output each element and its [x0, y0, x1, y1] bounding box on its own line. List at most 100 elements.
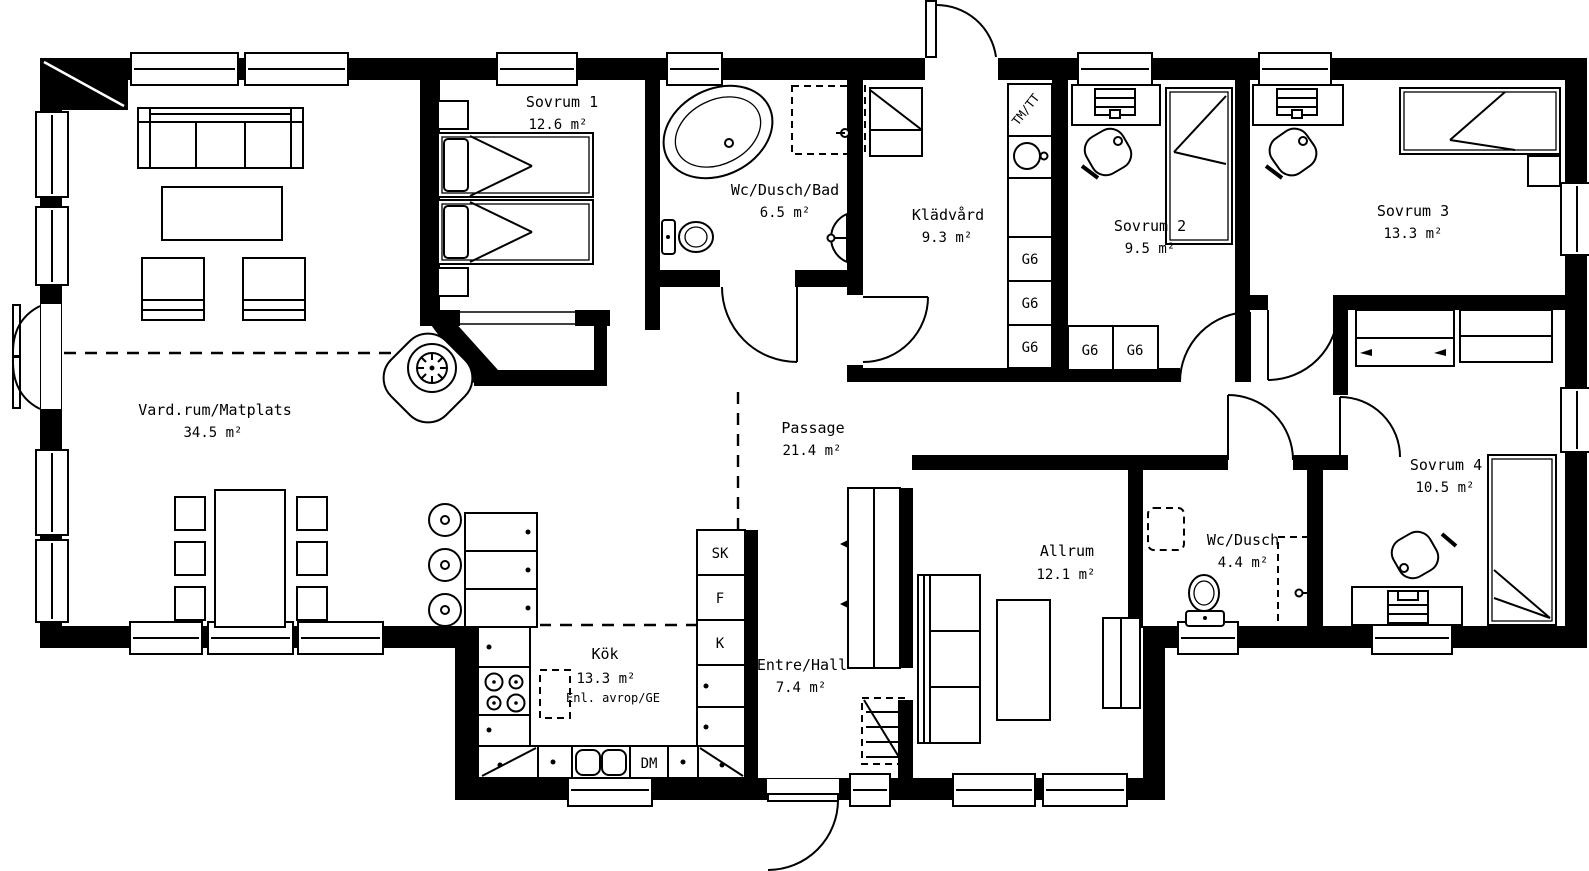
shower-partition: [1277, 536, 1321, 626]
window: [1560, 387, 1589, 453]
room-label-laundry: Klädvård: [912, 206, 984, 224]
sofa: [917, 574, 981, 744]
window: [35, 111, 69, 198]
freezer: [696, 619, 746, 666]
room-label-bedroom2: Sovrum 2: [1114, 217, 1186, 235]
wc-fixtures: [1147, 507, 1321, 627]
bed: [1399, 87, 1561, 155]
bed: [1165, 87, 1233, 245]
room-label-bedroom1: Sovrum 1: [526, 93, 598, 111]
room-area-kitchen: 13.3 m²: [576, 671, 635, 687]
window: [35, 539, 69, 623]
peninsula-cabinets: [464, 512, 538, 628]
bathroom-door: [721, 286, 798, 363]
sliding-wardrobe: [1459, 303, 1553, 363]
g6-label: G6: [1022, 252, 1039, 268]
g6-label: G6: [1022, 340, 1039, 356]
window: [297, 621, 384, 655]
toilet: [661, 219, 714, 255]
desk-chair: [1080, 127, 1133, 180]
window: [1042, 773, 1128, 807]
g6-label: G6: [1022, 296, 1039, 312]
window: [1371, 621, 1453, 655]
desk-chair: [1390, 530, 1458, 580]
sink: [571, 745, 631, 779]
sink: [826, 212, 848, 264]
cooktop: [477, 666, 531, 716]
window: [129, 621, 203, 655]
entrance-door: [765, 778, 841, 871]
sink: [1147, 507, 1185, 551]
future-appliance: [539, 669, 571, 719]
window: [1077, 52, 1153, 86]
room-label-bedroom4: Sovrum 4: [1410, 456, 1482, 474]
room-label-passage: Passage: [781, 419, 844, 437]
fridge: [696, 574, 746, 621]
bed: [1487, 454, 1557, 626]
window: [849, 773, 891, 807]
east-tall-units: [696, 529, 746, 747]
sofa: [137, 107, 304, 169]
armchair: [242, 257, 306, 321]
bedroom2-furniture: [1067, 84, 1233, 371]
kitchen-cabinets: [464, 512, 746, 779]
coffee-table: [161, 186, 283, 241]
room-area-bedroom4: 10.5 m²: [1415, 480, 1474, 496]
room-area-bedroom2: 9.5 m²: [1125, 241, 1176, 257]
window: [952, 773, 1036, 807]
room-label-bedroom3: Sovrum 3: [1377, 202, 1449, 220]
room-label-livingroom: Vard.rum/Matplats: [138, 401, 292, 419]
window: [496, 52, 578, 86]
window: [35, 449, 69, 536]
bar-stools: [428, 503, 462, 627]
exterior-door-top: [923, 0, 1000, 81]
bedroom1-furniture: [437, 100, 597, 321]
bench: [869, 87, 923, 157]
room-area-passage: 21.4 m²: [782, 443, 841, 459]
french-doors: [11, 302, 62, 411]
toilet: [1185, 574, 1225, 627]
table: [996, 599, 1051, 721]
laundry-door: [862, 296, 929, 363]
tap: [1294, 588, 1316, 598]
room-area-bathroom: 6.5 m²: [760, 205, 811, 221]
kitchen-note: Enl. avrop/GE: [566, 691, 660, 705]
wardrobe-g6: [1067, 325, 1114, 371]
south-counter: [537, 745, 746, 779]
nightstand: [1527, 155, 1561, 187]
interior-walls: [420, 80, 1587, 778]
allrum-furniture: [917, 574, 1141, 744]
dining-table: [214, 489, 286, 628]
desk: [1252, 84, 1344, 126]
freezer-label: K: [716, 636, 725, 652]
window: [1258, 52, 1332, 86]
window: [130, 52, 239, 86]
opening-arrow: [440, 313, 452, 321]
room-area-bedroom1: 12.6 m²: [528, 117, 587, 133]
window: [244, 52, 349, 86]
fireplace: [382, 332, 474, 424]
nightstand: [437, 100, 469, 130]
room-area-hall: 7.4 m²: [776, 680, 827, 696]
wardrobe-g6: [1112, 325, 1159, 371]
fridge-label: F: [716, 591, 724, 607]
dining-chairs: [174, 496, 328, 621]
bedroom3-furniture: [1252, 84, 1561, 187]
living-room-furniture: [137, 107, 474, 628]
g6-label: G6: [1127, 343, 1144, 359]
media-bench: [1102, 617, 1141, 709]
bedroom4-furniture: [1351, 303, 1557, 626]
room-area-bedroom3: 13.3 m²: [1383, 226, 1442, 242]
room-label-kitchen: Kök: [591, 645, 618, 663]
window: [35, 206, 69, 286]
window: [567, 773, 653, 807]
room-label-allrum: Allrum: [1040, 542, 1094, 560]
room-area-livingroom: 34.5 m²: [183, 425, 242, 441]
g6-label: G6: [1082, 343, 1099, 359]
desk: [1071, 84, 1161, 126]
wc-door: [1227, 394, 1294, 461]
desk: [1351, 586, 1463, 626]
laundry-fixtures: [869, 83, 1053, 369]
bed: [437, 132, 594, 198]
